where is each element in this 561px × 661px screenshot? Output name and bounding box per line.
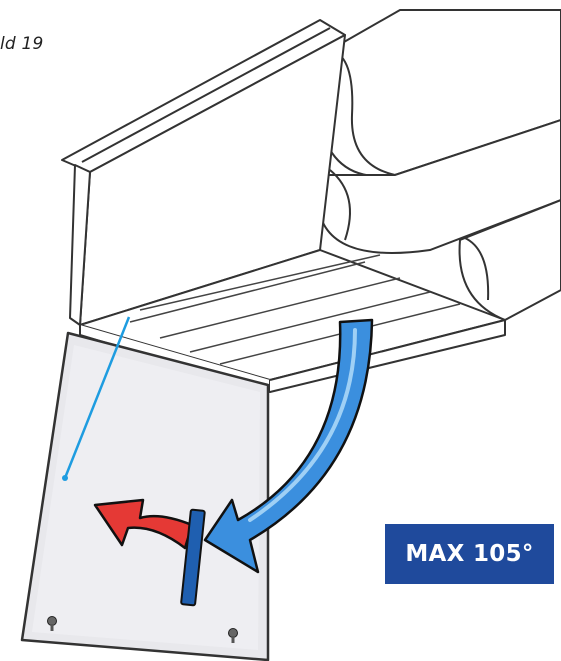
- duct-pipes: [316, 9, 561, 322]
- curved-arrow-down-left-icon: [203, 318, 374, 574]
- screw-icon: [228, 628, 238, 643]
- figure-label: ld 19: [0, 34, 44, 54]
- hinged-panel: [20, 331, 270, 661]
- panel-cable: [62, 316, 131, 481]
- max-angle-badge: MAX 105°: [385, 524, 554, 584]
- pivot-marker: [180, 508, 206, 607]
- screw-icon: [47, 616, 57, 631]
- curved-arrow-left-icon: [93, 498, 194, 550]
- bottom-slats: [129, 254, 461, 365]
- housing-box: [61, 19, 506, 393]
